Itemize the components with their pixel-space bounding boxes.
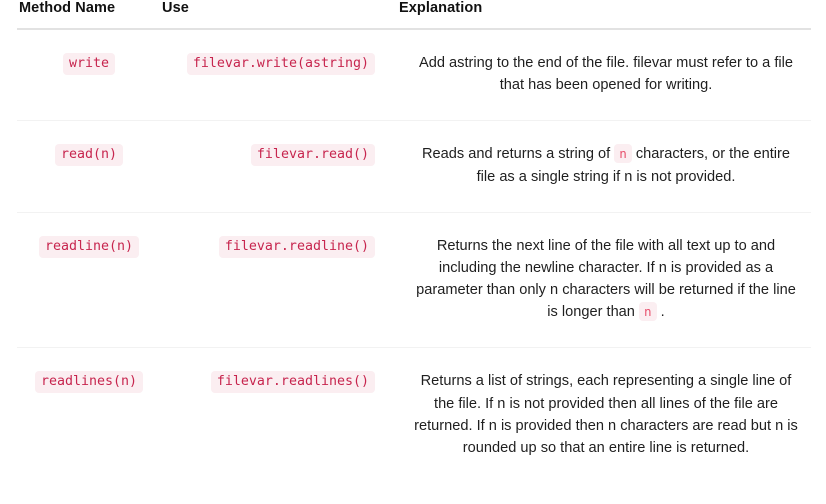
use-code: filevar.readlines() bbox=[210, 371, 375, 394]
cell-use: filevar.write(astring) bbox=[161, 29, 397, 121]
method-name-code: readlines(n) bbox=[34, 371, 144, 394]
column-header-method-name: Method Name bbox=[17, 0, 161, 30]
explanation-text: Add astring to the end of the file. file… bbox=[419, 55, 793, 94]
table-row: readlines(n) filevar.readlines() Returns… bbox=[17, 348, 811, 483]
cell-explanation: Reads and returns a string of n characte… bbox=[397, 121, 811, 212]
file-methods-table: Method Name Use Explanation write fileva… bbox=[17, 0, 811, 483]
table-header: Method Name Use Explanation bbox=[17, 0, 811, 30]
explanation-text: Returns the next line of the file with a… bbox=[416, 237, 796, 322]
cell-explanation: Returns the next line of the file with a… bbox=[397, 212, 811, 348]
cell-method-name: write bbox=[17, 29, 161, 121]
explanation-text: Returns a list of strings, each represen… bbox=[414, 373, 798, 456]
cell-method-name: read(n) bbox=[17, 121, 161, 212]
explanation-text: Reads and returns a string of n characte… bbox=[421, 144, 791, 185]
use-code: filevar.write(astring) bbox=[186, 53, 375, 75]
method-name-code: readline(n) bbox=[38, 235, 140, 258]
use-code: filevar.readline() bbox=[218, 235, 375, 258]
method-name-code: write bbox=[62, 53, 116, 75]
methods-table-container: Method Name Use Explanation write fileva… bbox=[17, 0, 811, 483]
table-row: write filevar.write(astring) Add astring… bbox=[17, 29, 811, 121]
cell-use: filevar.readline() bbox=[161, 212, 397, 348]
column-header-explanation: Explanation bbox=[397, 0, 811, 30]
cell-explanation: Add astring to the end of the file. file… bbox=[397, 29, 811, 121]
table-row: readline(n) filevar.readline() Returns t… bbox=[17, 212, 811, 348]
cell-explanation: Returns a list of strings, each represen… bbox=[397, 348, 811, 483]
cell-use: filevar.read() bbox=[161, 121, 397, 212]
inline-code: n bbox=[638, 302, 657, 322]
cell-method-name: readline(n) bbox=[17, 212, 161, 348]
column-header-use: Use bbox=[161, 0, 397, 30]
cell-method-name: readlines(n) bbox=[17, 348, 161, 483]
cell-use: filevar.readlines() bbox=[161, 348, 397, 483]
table-row: read(n) filevar.read() Reads and returns… bbox=[17, 121, 811, 213]
method-name-code: read(n) bbox=[54, 144, 124, 167]
inline-code: n bbox=[614, 144, 632, 164]
table-header-row: Method Name Use Explanation bbox=[17, 0, 811, 30]
table-body: write filevar.write(astring) Add astring… bbox=[17, 29, 811, 483]
use-code: filevar.read() bbox=[250, 144, 375, 167]
